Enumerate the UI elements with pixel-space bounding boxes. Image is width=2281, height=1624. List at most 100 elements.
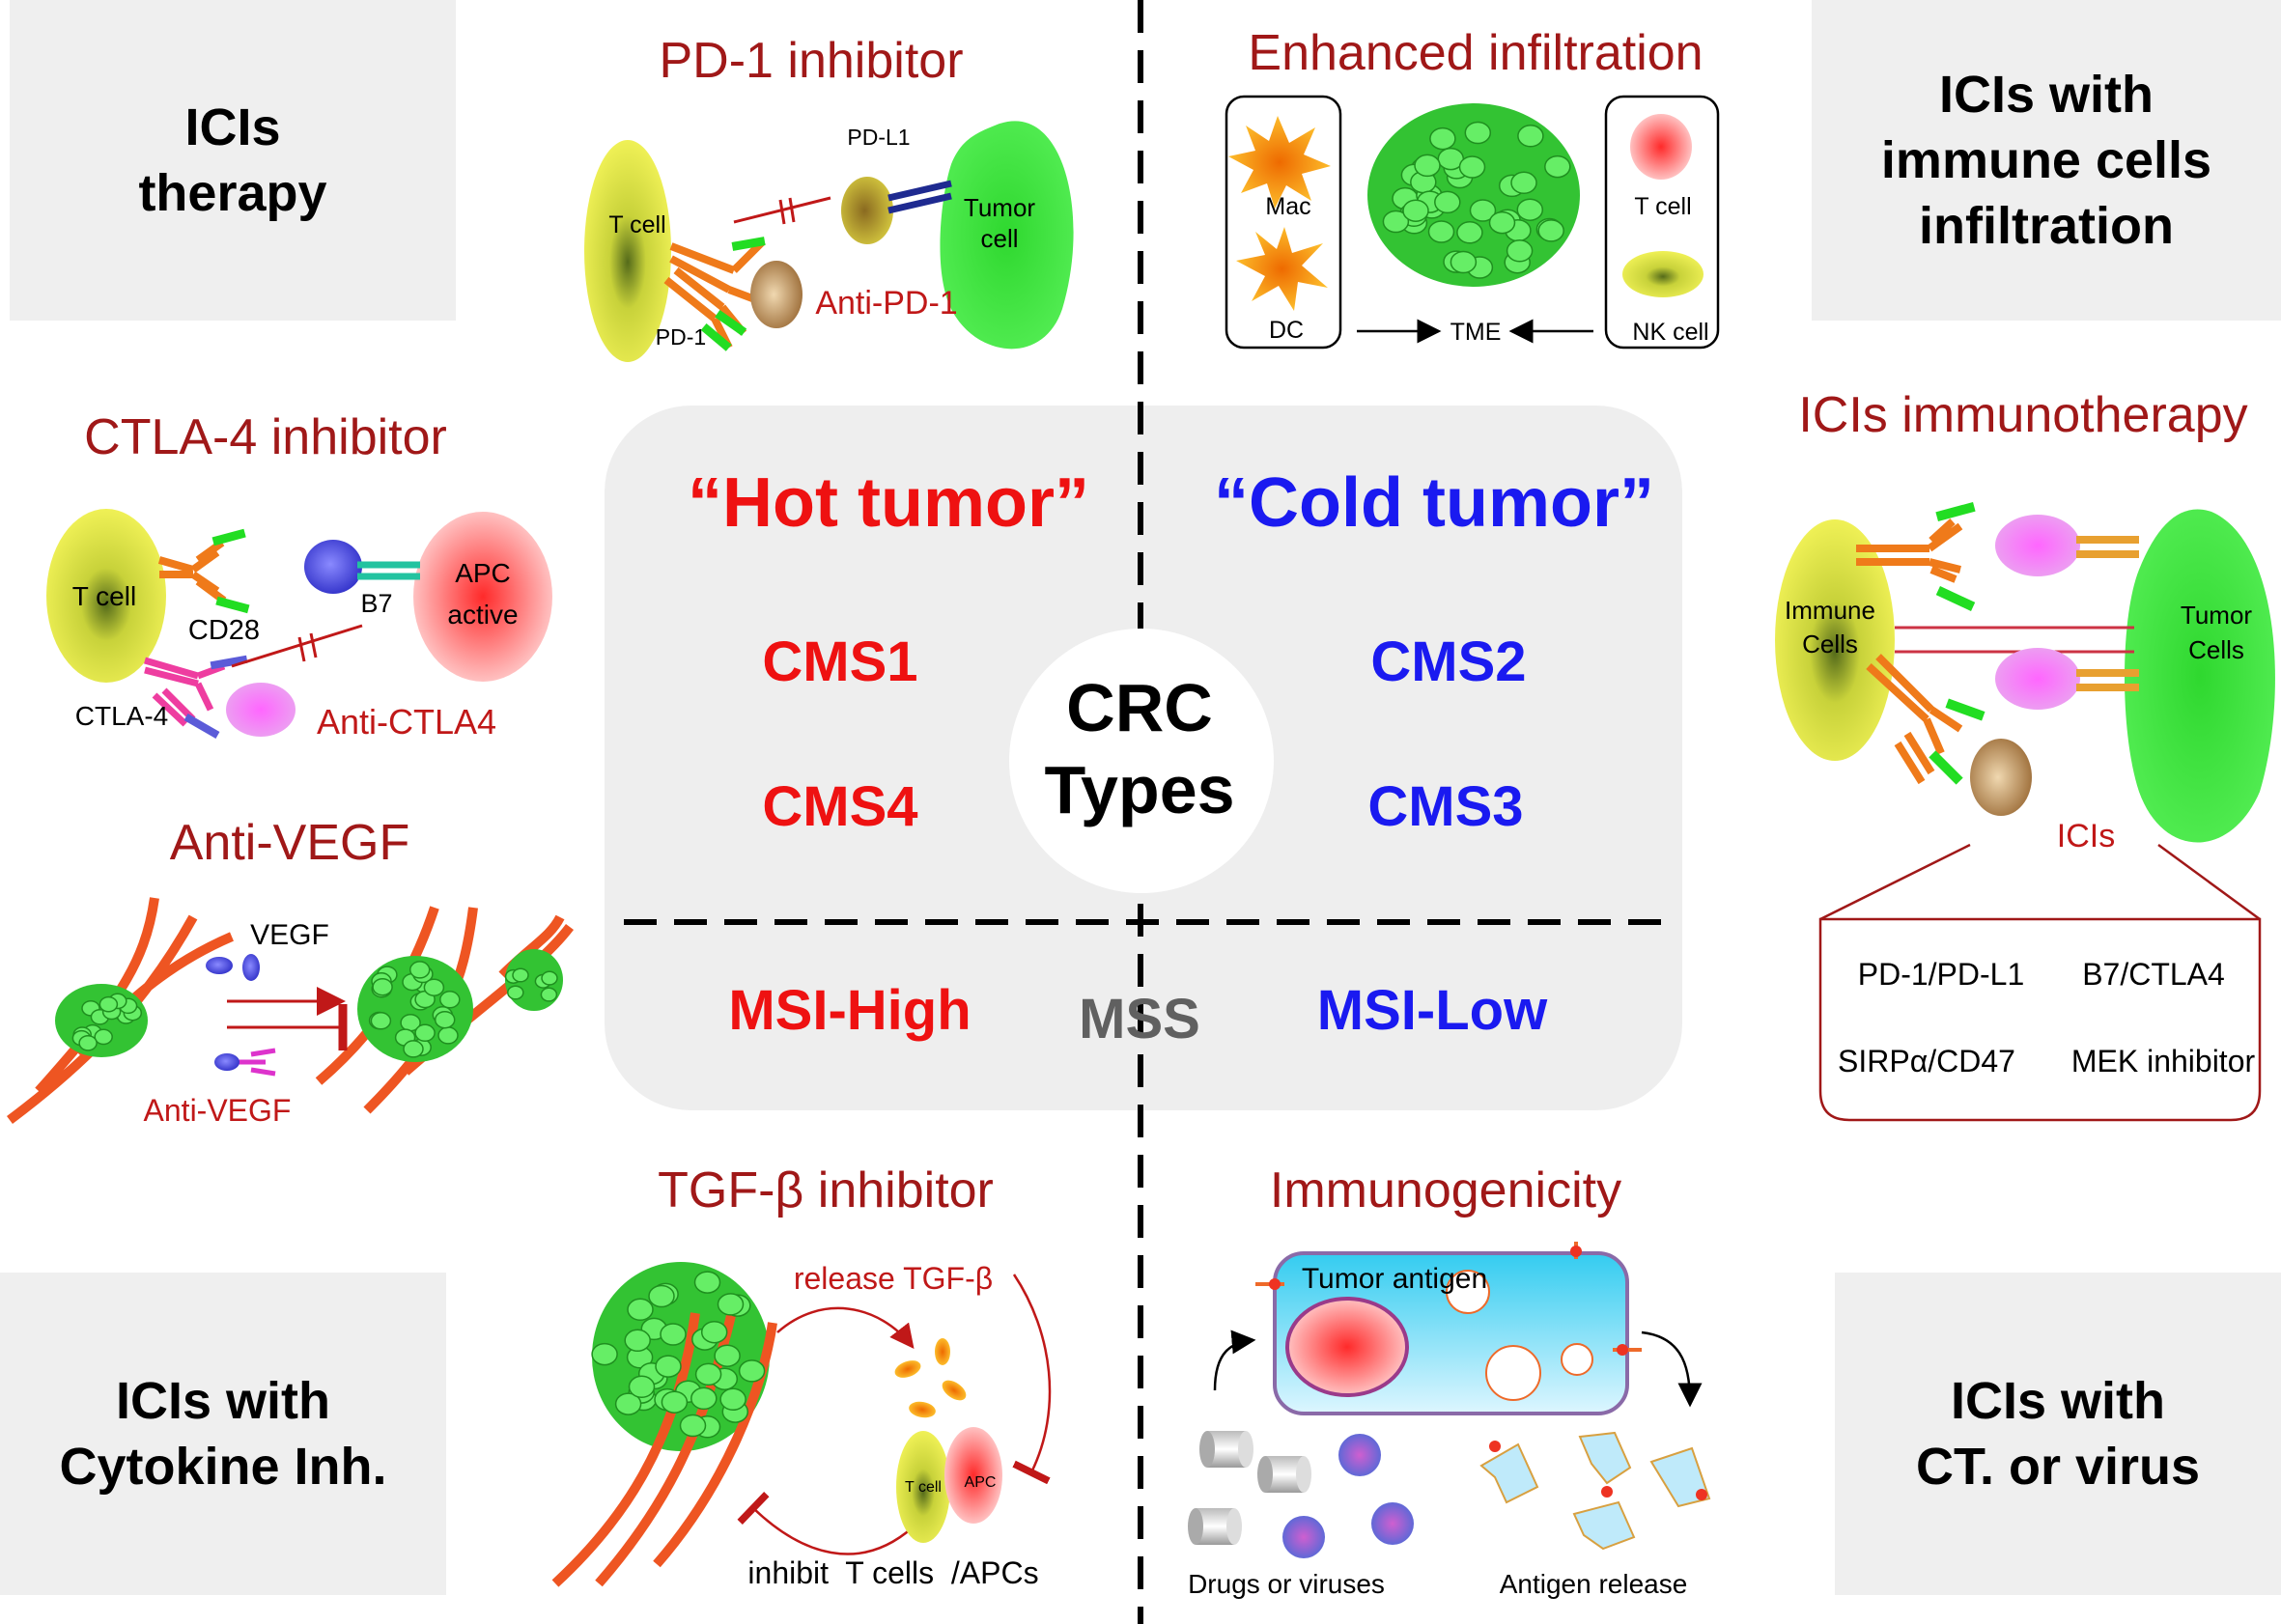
tumor-cell-blob <box>1544 154 1571 179</box>
tgf-molecule-1 <box>894 1360 921 1378</box>
immuno-title: ICIs immunotherapy <box>1798 387 2247 443</box>
ctla4-ctla4-label: CTLA-4 <box>75 701 168 731</box>
tumor-cell-blob <box>423 978 445 996</box>
immuno-green-tag-3 <box>1945 698 1985 721</box>
infiltration-title: Enhanced infiltration <box>1248 25 1703 81</box>
antigen-fragment-4 <box>1572 1500 1636 1551</box>
ctla4-green-tag-2 <box>215 596 250 614</box>
tme-cell-clusters <box>1382 121 1571 279</box>
pd1-tumor-label-1: Tumor <box>964 193 1035 222</box>
macrophage-shape <box>1228 116 1331 209</box>
ctla4-tcell-label: T cell <box>72 581 136 611</box>
antigen-fragment-3 <box>1649 1446 1711 1508</box>
tumor-cell-blob <box>1450 250 1478 274</box>
tgf-molecule-2 <box>935 1338 950 1365</box>
infil-mac-label: Mac <box>1265 193 1310 220</box>
antigen-marker-1-head <box>1269 1278 1281 1290</box>
drug-cylinder-2 <box>1257 1456 1311 1493</box>
tumor-cell-blob <box>661 1390 689 1414</box>
immuno-tumor-cell <box>2125 509 2275 843</box>
antigen-release-label: Antigen release <box>1500 1569 1688 1599</box>
tgf-release-label: release TGF-β <box>794 1261 993 1296</box>
cold-tumor-title: “Cold tumor” <box>1214 464 1654 542</box>
antigen-release-dot-1 <box>1489 1441 1501 1452</box>
hot-tumor-title: “Hot tumor” <box>688 464 1089 542</box>
immuno-green-tag-4 <box>1929 750 1963 785</box>
immune-cells-label-2: Cells <box>1802 630 1858 658</box>
tumor-cell-blob <box>1464 121 1492 145</box>
pd1-tcell-label: T cell <box>608 211 665 238</box>
immuno-ligand-2a <box>2076 669 2139 677</box>
msi-high-label: MSI-High <box>728 979 971 1042</box>
ctla4-blue-tag-2 <box>183 714 220 739</box>
corner-top-left: ICIs therapy <box>10 0 456 321</box>
icis-item-1: PD-1/PD-L1 <box>1858 957 2025 992</box>
drug-cylinder-3 <box>1188 1508 1242 1545</box>
pd1-green-tag-1 <box>731 237 766 251</box>
tgf-release-arrow <box>776 1306 915 1349</box>
tumor-cell-blob <box>693 1271 721 1294</box>
tgf-molecule-3 <box>942 1380 967 1401</box>
pd1-receptor-lower <box>663 266 747 350</box>
icis-item-4: MEK inhibitor <box>2071 1044 2256 1078</box>
corner-top-left-label: ICIs therapy <box>138 98 327 222</box>
antigen-marker-3-head <box>1617 1344 1628 1356</box>
corner-bottom-right: ICIs with CT. or virus <box>1835 1273 2281 1595</box>
ctla4-t-cell <box>46 509 166 683</box>
tumor-cell-blob <box>624 1329 651 1353</box>
vesicle-1 <box>1446 1270 1490 1314</box>
tumor-cell-blob <box>403 1040 424 1058</box>
tumor-cell-blob <box>1402 199 1429 222</box>
immunogenicity-diagram <box>1188 1242 1711 1558</box>
anti-vegf-ligand <box>214 1053 239 1071</box>
infil-nkcell-label: NK cell <box>1632 319 1708 346</box>
icis-item-2: B7/CTLA4 <box>2082 957 2225 992</box>
tumor-cell-blob <box>1537 219 1564 242</box>
crc-label-1: CRC <box>1066 670 1213 745</box>
tumor-cell-blob <box>591 1342 618 1366</box>
tumor-cell-blob <box>700 1320 728 1344</box>
tumor-cell-blob <box>719 1387 746 1412</box>
virus-1 <box>1338 1434 1381 1476</box>
tumor-cell-blob <box>1434 190 1461 214</box>
immuno-receptor-1 <box>1856 518 1963 583</box>
ctla4-antibody <box>226 683 296 737</box>
immunogenicity-title: Immunogenicity <box>1270 1162 1621 1218</box>
cms1-label: CMS1 <box>762 630 917 693</box>
corner-top-right-label: ICIs with immune cells infiltration <box>1880 66 2212 255</box>
ctla4-anti-label: Anti-CTLA4 <box>317 702 496 742</box>
pd1-title: PD-1 inhibitor <box>659 33 963 89</box>
tumor-cell-blob <box>1427 220 1455 243</box>
vegf-label: VEGF <box>250 919 329 951</box>
ctla4-b7-label: B7 <box>360 589 392 618</box>
tumor-cell-blob <box>690 1386 718 1411</box>
infil-dc-label: DC <box>1269 317 1304 344</box>
pd1-pd1-label: PD-1 <box>656 324 706 350</box>
tumor-cell-blob <box>714 1344 741 1367</box>
tumor-cell-blob <box>99 995 119 1013</box>
tgf-inhibit-arc <box>737 1491 914 1555</box>
ctla4-b7 <box>304 540 362 594</box>
tumor-cell-blob <box>512 967 529 983</box>
tumor-cell-blob <box>434 1010 456 1029</box>
vegf-title: Anti-VEGF <box>170 815 410 871</box>
exit-arrow <box>1641 1330 1703 1408</box>
tumor-cell-blob <box>655 1355 682 1378</box>
vegf-molecule-2 <box>242 954 260 981</box>
infil-nk-cell <box>1622 251 1704 297</box>
tgf-t-cell <box>896 1431 950 1543</box>
vegf-molecule-1 <box>206 957 233 974</box>
tumor-cell-blob <box>1458 155 1486 179</box>
tumor-cell-blob <box>1382 210 1410 234</box>
tumor-cell-blob <box>370 1012 392 1030</box>
immuno-green-tag-2 <box>1935 586 1976 611</box>
infil-tcell-label: T cell <box>1634 193 1691 220</box>
dc-shape <box>1236 227 1328 311</box>
tumor-cell-blob <box>694 1362 722 1386</box>
tumor-cell-blob <box>648 1284 675 1308</box>
mss-label: MSS <box>1079 988 1200 1050</box>
antigen-fragment-1 <box>1479 1442 1539 1504</box>
immuno-ligand-2b <box>2076 684 2139 691</box>
icis-item-3: SIRPα/CD47 <box>1838 1044 2015 1078</box>
